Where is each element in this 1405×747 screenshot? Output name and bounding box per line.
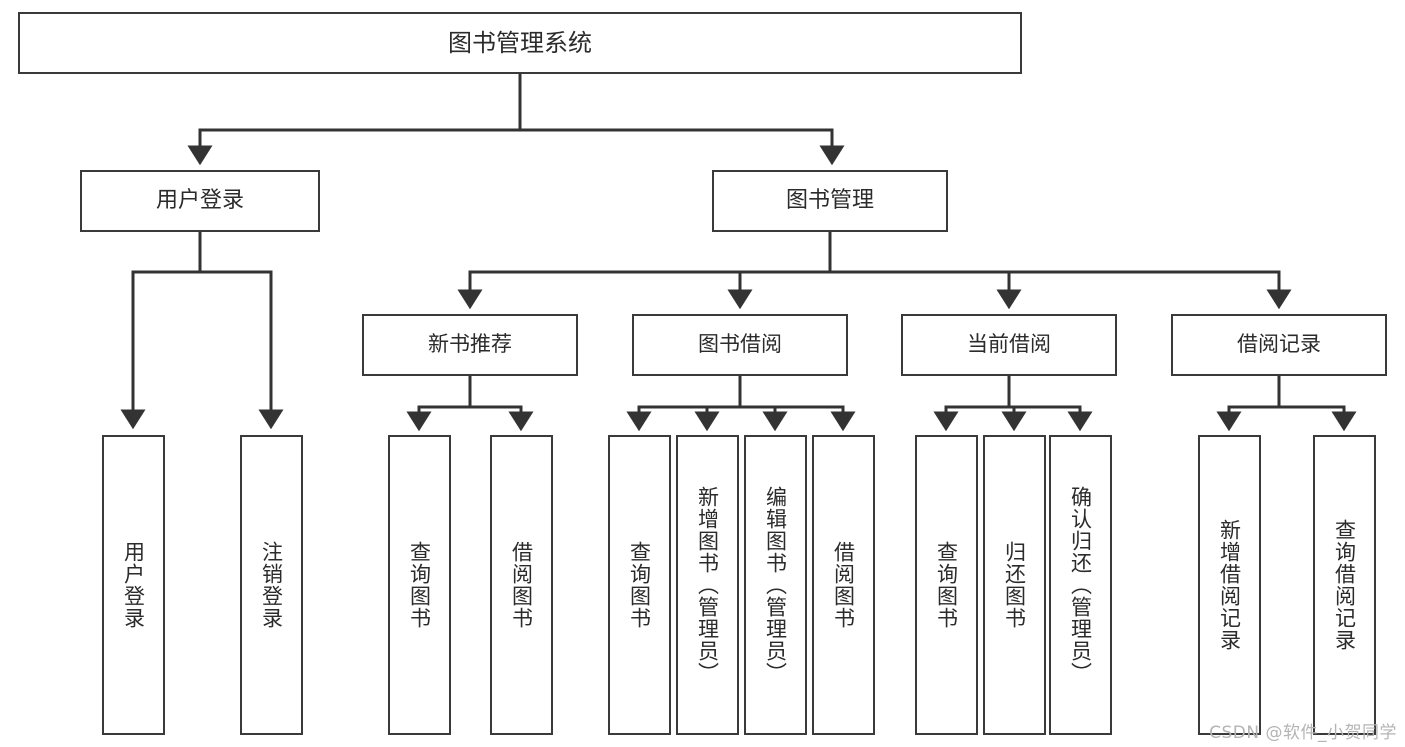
node-leaf-return-book[interactable]: 归还图书 [983,435,1046,735]
node-book-manage[interactable]: 图书管理 [712,170,948,232]
node-leaf-borrow-book-1[interactable]: 借阅图书 [490,435,553,735]
node-borrow-record-label: 借阅记录 [1237,332,1321,357]
node-new-book-rec-label: 新书推荐 [428,332,512,357]
node-leaf-return-book-label: 归还图书 [1002,541,1027,629]
node-leaf-borrow-book-2[interactable]: 借阅图书 [812,435,875,735]
node-leaf-query-book-1-label: 查询图书 [407,541,432,629]
node-user-login-label: 用户登录 [155,187,244,213]
node-leaf-borrow-book-1-label: 借阅图书 [509,541,534,629]
node-current-borrow[interactable]: 当前借阅 [901,314,1117,376]
node-leaf-query-book-3[interactable]: 查询图书 [915,435,978,735]
node-leaf-add-record[interactable]: 新增借阅记录 [1198,435,1261,735]
node-leaf-confirm-return[interactable]: 确认归还（管理员） [1049,435,1112,735]
node-root[interactable]: 图书管理系统 [18,12,1022,74]
node-book-borrow[interactable]: 图书借阅 [632,314,848,376]
node-leaf-edit-book-label: 编辑图书（管理员） [763,486,788,684]
node-leaf-user-login[interactable]: 用户登录 [102,435,165,735]
node-current-borrow-label: 当前借阅 [967,332,1051,357]
node-user-login[interactable]: 用户登录 [80,170,320,232]
node-leaf-add-record-label: 新增借阅记录 [1217,519,1242,651]
node-book-borrow-label: 图书借阅 [698,332,782,357]
node-leaf-query-book-2-label: 查询图书 [627,541,652,629]
node-leaf-query-book-2[interactable]: 查询图书 [608,435,671,735]
node-leaf-query-record-label: 查询借阅记录 [1332,519,1357,651]
node-leaf-query-record[interactable]: 查询借阅记录 [1313,435,1376,735]
node-new-book-rec[interactable]: 新书推荐 [362,314,578,376]
node-leaf-user-logout-label: 注销登录 [259,541,284,629]
node-root-label: 图书管理系统 [448,28,592,57]
node-borrow-record[interactable]: 借阅记录 [1171,314,1387,376]
node-leaf-query-book-3-label: 查询图书 [934,541,959,629]
node-leaf-confirm-return-label: 确认归还（管理员） [1068,486,1093,684]
node-book-manage-label: 图书管理 [785,187,874,213]
csdn-watermark: CSDN @软件_小贺同学 [1209,723,1397,743]
node-leaf-edit-book[interactable]: 编辑图书（管理员） [744,435,807,735]
node-leaf-add-book[interactable]: 新增图书（管理员） [676,435,739,735]
node-leaf-user-login-label: 用户登录 [121,541,146,629]
node-leaf-user-logout[interactable]: 注销登录 [240,435,303,735]
node-leaf-query-book-1[interactable]: 查询图书 [388,435,451,735]
node-leaf-borrow-book-2-label: 借阅图书 [831,541,856,629]
node-leaf-add-book-label: 新增图书（管理员） [695,486,720,684]
